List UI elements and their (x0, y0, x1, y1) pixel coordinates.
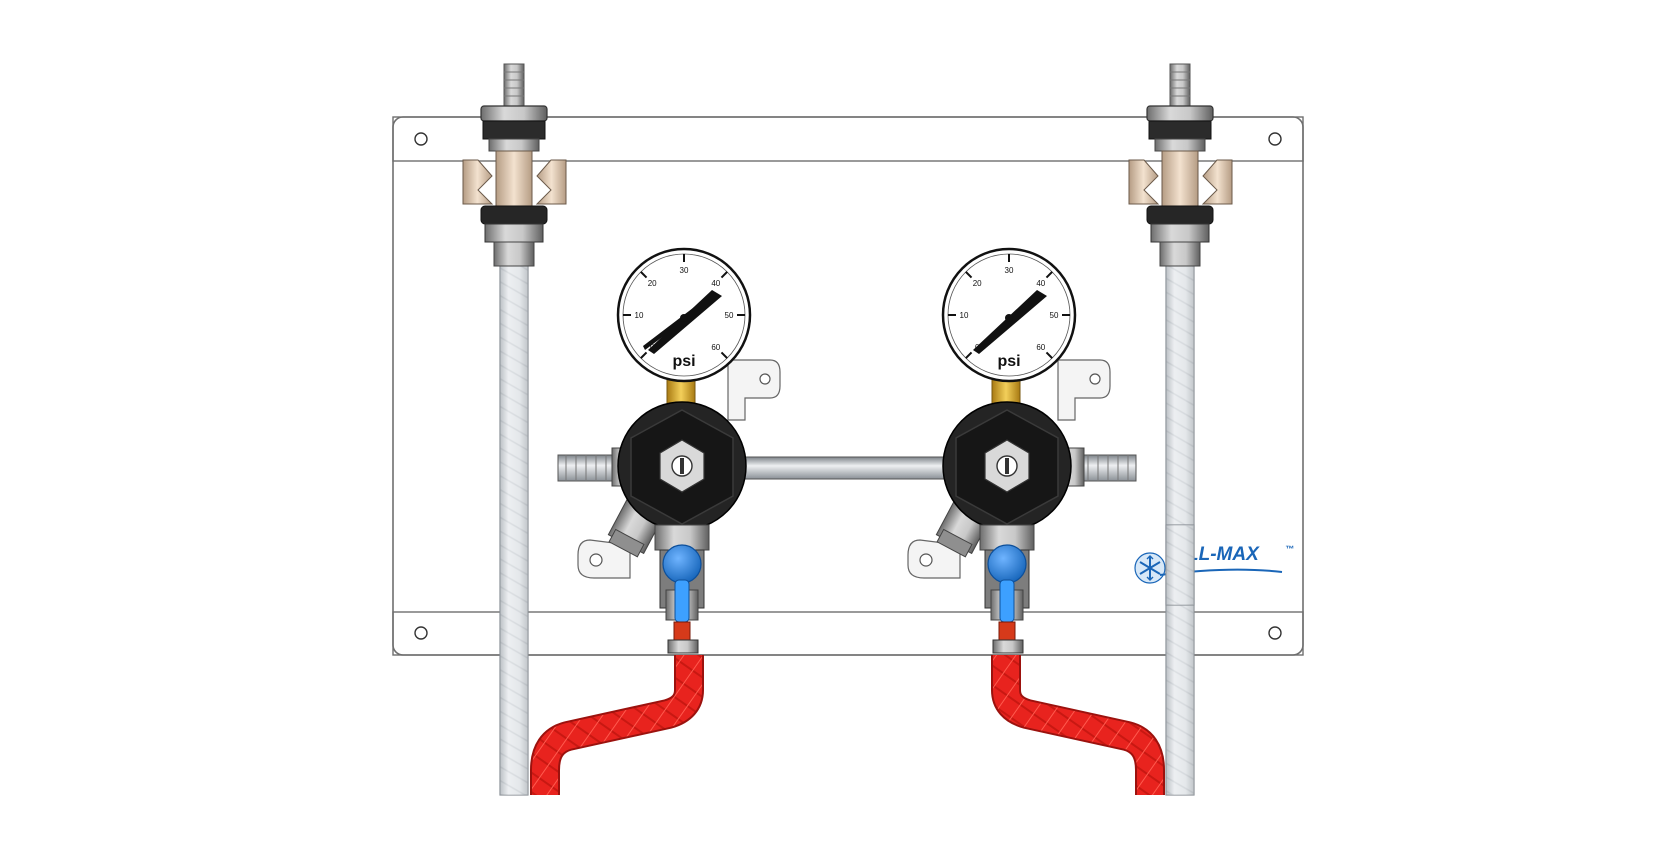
pressure-gauge-right: 0102030405060 psi (941, 247, 1077, 383)
mount-hole-top-left (414, 132, 428, 146)
gauge-tick-label: 30 (680, 266, 689, 275)
shutoff-valve-left[interactable] (662, 544, 702, 584)
mount-hole-bottom-right (1268, 626, 1282, 640)
gauge-tick-label: 60 (711, 343, 720, 352)
snowflake-icon (1134, 552, 1166, 584)
inlet-barb-left (557, 454, 621, 482)
gauge-tick-mark (640, 271, 648, 279)
bulkhead-fitting-left (462, 63, 567, 267)
bottom-rail (392, 611, 1304, 656)
shutoff-handle-right[interactable] (999, 579, 1015, 623)
gauge-tick-label: 50 (1050, 311, 1059, 320)
bulkhead-fitting-right (1128, 63, 1233, 267)
gauge-tick-label: 20 (973, 279, 982, 288)
gauge-tick-label: 50 (725, 311, 734, 320)
shutoff-handle-left[interactable] (674, 579, 690, 623)
gauge-tick-mark (965, 351, 973, 359)
gauge-needle-right (973, 290, 1047, 354)
gauge-unit-left: psi (672, 353, 695, 370)
gauge-tick-mark (720, 271, 728, 279)
gauge-tick-label: 60 (1036, 343, 1045, 352)
shutoff-valve-right[interactable] (987, 544, 1027, 584)
regulator-left (577, 359, 781, 654)
top-rail (392, 116, 1304, 162)
gauge-tick-label: 30 (1005, 266, 1014, 275)
red-hose-right (991, 655, 1165, 795)
gauge-tick-mark (720, 351, 728, 359)
manifold-bar (739, 456, 951, 480)
hose-clamp-left (667, 639, 699, 654)
gauge-tick-label: 20 (648, 279, 657, 288)
brand-trademark: ™ (1285, 544, 1294, 554)
gauge-tick-mark (965, 271, 973, 279)
mount-hole-top-right (1268, 132, 1282, 146)
white-hose-right-front (1165, 524, 1195, 606)
white-hose-left (499, 264, 529, 796)
red-hose-left (530, 655, 704, 795)
hose-clamp-right (992, 639, 1024, 654)
gauge-tick-label: 10 (960, 311, 969, 320)
mount-hole-bottom-left (414, 626, 428, 640)
gauge-tick-label: 40 (711, 279, 720, 288)
gauge-tick-mark (640, 351, 648, 359)
pressure-gauge-left: 0102030405060 psi (616, 247, 752, 383)
gauge-tick-mark (1045, 351, 1053, 359)
regulator-right (907, 359, 1111, 654)
gauge-tick-label: 40 (1036, 279, 1045, 288)
gauge-tick-mark (1045, 271, 1053, 279)
gauge-unit-right: psi (997, 353, 1020, 370)
gauge-tick-label: 10 (635, 311, 644, 320)
